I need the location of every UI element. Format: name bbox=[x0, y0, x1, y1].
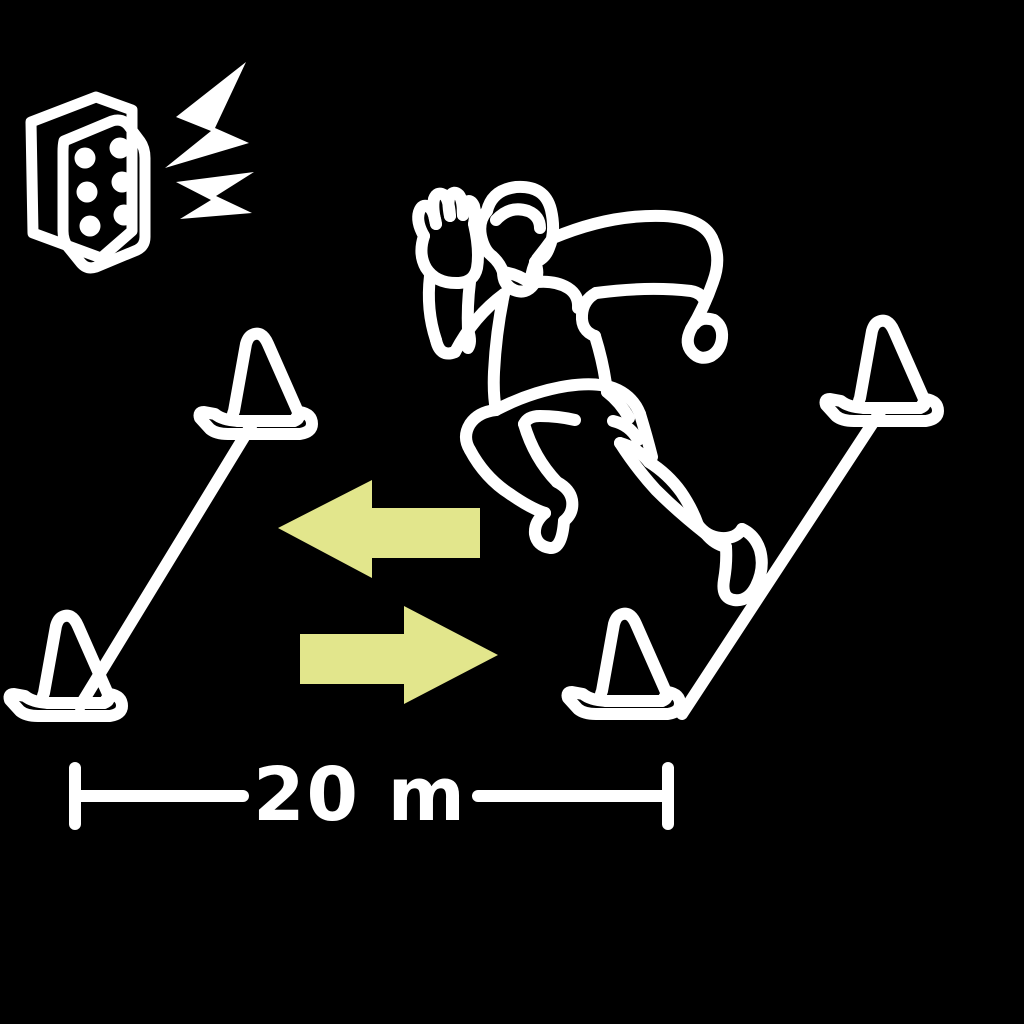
right-cone-line bbox=[676, 406, 886, 720]
runner-palm bbox=[415, 218, 484, 290]
runner-finger-4 bbox=[456, 195, 481, 230]
beeper-back-panel bbox=[25, 91, 138, 264]
beeper-button-5[interactable] bbox=[79, 215, 101, 237]
runner-shorts-top bbox=[490, 378, 646, 420]
cone-bottom-left-base bbox=[3, 688, 128, 722]
runner-rear-shoe bbox=[528, 507, 570, 554]
cone-top-left-body bbox=[226, 327, 305, 427]
arrow-right-icon bbox=[300, 606, 498, 704]
cone-bottom-right-base bbox=[561, 686, 686, 720]
runner-right-armpit bbox=[575, 287, 602, 342]
runner-right-wrist bbox=[681, 323, 717, 364]
sound-bolt-lower-icon bbox=[176, 172, 254, 219]
runner-rear-ankle bbox=[551, 476, 579, 527]
runner-front-thigh-inner bbox=[614, 437, 712, 540]
cone-bottom-left bbox=[3, 609, 128, 722]
distance-label: 20 m bbox=[253, 752, 467, 838]
cone-top-right-base bbox=[819, 393, 944, 427]
runner-rear-knee-band bbox=[518, 410, 581, 430]
cone-connector-lines bbox=[74, 406, 886, 720]
cone-top-right-body bbox=[852, 314, 931, 414]
runner-rear-thigh-lower bbox=[464, 444, 516, 500]
runner-right-arm-inner bbox=[590, 282, 711, 308]
cone-top-left-base bbox=[193, 406, 318, 440]
cone-top-right bbox=[819, 314, 944, 427]
runner-right-shoulder-front bbox=[524, 232, 559, 289]
cone-bottom-right bbox=[561, 607, 686, 720]
runner-shorts-right-edge bbox=[634, 408, 658, 463]
beeper-button-2[interactable] bbox=[109, 137, 131, 159]
distance-dimension-line: 20 m bbox=[69, 752, 674, 838]
left-cone-line bbox=[74, 418, 258, 712]
runner-rear-thigh-top bbox=[460, 404, 502, 456]
sound-bolt-upper-icon bbox=[165, 62, 249, 168]
beeper-button-6[interactable] bbox=[113, 204, 135, 226]
runner-rear-shin bbox=[518, 418, 563, 488]
runner-front-hip bbox=[601, 386, 635, 424]
runner-right-shoulder-top bbox=[547, 209, 718, 244]
sound-wave-bolts bbox=[165, 62, 254, 219]
arrow-left-icon bbox=[278, 480, 480, 578]
runner-front-shoe bbox=[717, 523, 768, 607]
runner-front-thigh-outer bbox=[643, 456, 704, 531]
cone-bottom-left-body bbox=[36, 609, 115, 709]
runner-torso-left bbox=[487, 288, 510, 416]
cone-bottom-right-body bbox=[594, 607, 673, 707]
beeper-button-3[interactable] bbox=[76, 181, 98, 203]
runner-hair-fringe bbox=[490, 203, 546, 234]
runner-collar bbox=[524, 275, 585, 314]
runner-shorts-hem-1 bbox=[607, 415, 644, 446]
beeper-button-1[interactable] bbox=[74, 147, 96, 169]
beeper-button-4[interactable] bbox=[111, 171, 133, 193]
beeper-device bbox=[25, 91, 151, 274]
running-athlete bbox=[412, 180, 768, 607]
beeper-front-panel bbox=[57, 114, 151, 274]
runner-right-thumb bbox=[689, 312, 720, 330]
direction-arrows bbox=[278, 480, 498, 704]
cone-top-left bbox=[193, 327, 318, 440]
runner-left-forearm-outer bbox=[422, 270, 442, 346]
